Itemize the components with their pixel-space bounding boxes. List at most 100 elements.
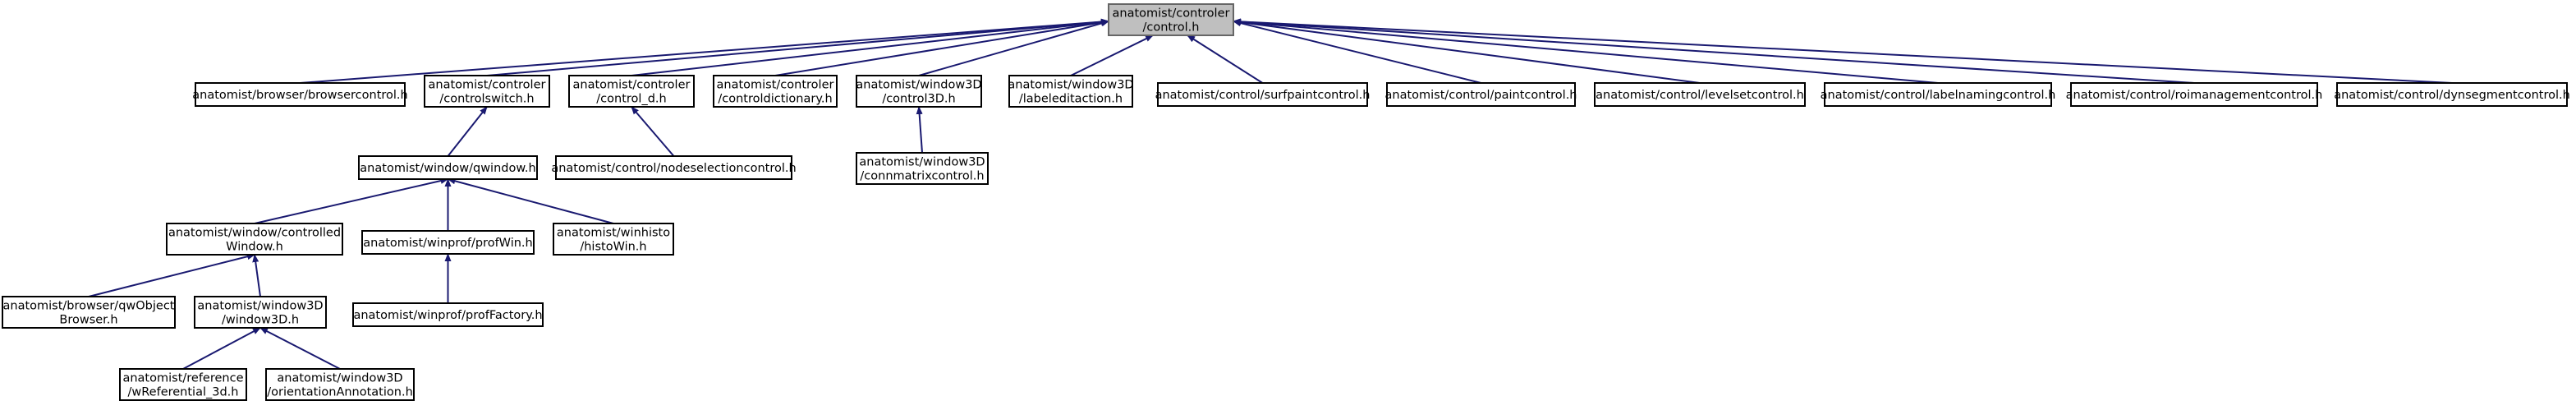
dependency-arrow xyxy=(918,20,1109,76)
node-roimanagementcontrol[interactable]: anatomist/control/roimanagementcontrol.h xyxy=(2066,82,2323,107)
node-label-line: /histoWin.h xyxy=(580,241,646,254)
node-browsercontrol[interactable]: anatomist/browser/browsercontrol.h xyxy=(192,82,408,107)
node-label-line: /labeleditaction.h xyxy=(1019,93,1123,106)
dependency-arrow xyxy=(259,327,341,370)
node-controlswitch[interactable]: anatomist/controler/controlswitch.h xyxy=(424,75,550,108)
node-label-line: anatomist/controler xyxy=(429,79,546,92)
node-box xyxy=(352,302,544,327)
edge-controlswitch-to-control xyxy=(486,18,1109,76)
node-label-line: anatomist/control/labelnamingcontrol.h xyxy=(1821,89,2056,102)
node-label-line: Browser.h xyxy=(59,314,117,327)
node-label-line: /connmatrixcontrol.h xyxy=(860,170,984,183)
dependency-arrow xyxy=(1233,18,2453,84)
dependency-arrow xyxy=(631,106,675,157)
edge-qwindow-to-controlswitch xyxy=(447,106,488,157)
node-label-line: Window.h xyxy=(226,241,283,254)
node-orientationannotation[interactable]: anatomist/window3D/orientationAnnotation… xyxy=(265,368,415,401)
dependency-arrow xyxy=(88,253,255,297)
node-label-line: anatomist/window/controlled xyxy=(168,227,341,240)
dependency-arrow xyxy=(300,18,1109,84)
node-box xyxy=(1008,75,1133,108)
edge-histowin-to-qwindow xyxy=(447,177,614,224)
dependency-arrow xyxy=(1233,20,1481,84)
edge-surfpaintcontrol-to-control xyxy=(1187,35,1264,84)
dependency-arrow xyxy=(254,177,449,224)
node-label-line: /controldictionary.h xyxy=(718,93,832,106)
node-box xyxy=(568,75,695,108)
node-box xyxy=(2,296,176,329)
node-surfpaintcontrol[interactable]: anatomist/control/surfpaintcontrol.h xyxy=(1155,82,1371,107)
node-label-line: /control_d.h xyxy=(596,93,666,106)
node-profwin[interactable]: anatomist/winprof/profWin.h xyxy=(361,230,535,255)
edge-nodeselectioncontrol-to-control_d xyxy=(631,106,675,157)
node-box xyxy=(2070,82,2318,107)
node-label-line: anatomist/window3D xyxy=(1008,79,1133,92)
node-label-line: /controlswitch.h xyxy=(439,93,534,106)
node-control_d[interactable]: anatomist/controler/control_d.h xyxy=(568,75,695,108)
node-label-line: anatomist/control/roimanagementcontrol.h xyxy=(2066,89,2323,102)
dependency-arrow xyxy=(447,106,488,157)
edge-controlledwindow-to-qwindow xyxy=(254,177,449,224)
node-box xyxy=(1386,82,1576,107)
node-controldictionary[interactable]: anatomist/controler/controldictionary.h xyxy=(713,75,838,108)
node-label-line: anatomist/browser/browsercontrol.h xyxy=(192,89,407,102)
node-box xyxy=(1108,3,1234,36)
node-box xyxy=(424,75,550,108)
graph-nodes: anatomist/controler/control.h anatomist/b… xyxy=(2,3,2570,401)
node-label-line: /wReferential_3d.h xyxy=(128,386,239,399)
dependency-arrow xyxy=(1233,18,1939,84)
edge-connmatrixcontrol-to-control3d xyxy=(916,106,923,154)
edge-qwobjectbrowser-to-controlledwindow xyxy=(88,253,255,297)
dependency-arrow xyxy=(1187,35,1264,84)
dependency-arrow xyxy=(447,177,614,224)
node-label-line: /window3D.h xyxy=(222,314,299,327)
node-box xyxy=(713,75,838,108)
edge-labeleditaction-to-control xyxy=(1070,35,1154,76)
node-label-line: /control.h xyxy=(1143,21,1200,35)
node-qwindow[interactable]: anatomist/window/qwindow.h xyxy=(358,155,538,180)
edge-orientationannotation-to-window3d xyxy=(259,327,341,370)
dependency-arrow xyxy=(486,18,1109,76)
node-labelnamingcontrol[interactable]: anatomist/control/labelnamingcontrol.h xyxy=(1821,82,2056,107)
edge-window3d-to-controlledwindow xyxy=(252,254,261,297)
edge-control3d-to-control xyxy=(918,20,1109,76)
node-control[interactable]: anatomist/controler/control.h xyxy=(1108,3,1234,36)
node-box xyxy=(195,82,406,107)
node-control3d[interactable]: anatomist/window3D/control3D.h xyxy=(856,75,982,108)
node-proffactory[interactable]: anatomist/winprof/profFactory.h xyxy=(352,302,544,327)
node-box xyxy=(2336,82,2568,107)
node-label-line: anatomist/controler xyxy=(573,79,691,92)
node-levelsetcontrol[interactable]: anatomist/control/levelsetcontrol.h xyxy=(1594,82,1806,107)
edge-dynsegmentcontrol-to-control xyxy=(1233,18,2453,84)
node-label-line: /orientationAnnotation.h xyxy=(267,386,413,399)
dependency-arrow xyxy=(631,18,1109,76)
dependency-arrow xyxy=(252,254,261,297)
dependency-arrow xyxy=(916,106,923,154)
node-box xyxy=(1157,82,1368,107)
edge-browsercontrol-to-control xyxy=(300,18,1109,84)
edge-paintcontrol-to-control xyxy=(1233,20,1481,84)
node-histowin[interactable]: anatomist/winhisto/histoWin.h xyxy=(553,223,674,256)
node-label-line: anatomist/control/dynsegmentcontrol.h xyxy=(2334,89,2570,102)
node-labeleditaction[interactable]: anatomist/window3D/labeleditaction.h xyxy=(1008,75,1134,108)
edge-controldictionary-to-control xyxy=(774,19,1109,76)
node-paintcontrol[interactable]: anatomist/control/paintcontrol.h xyxy=(1385,82,1577,107)
node-box xyxy=(119,368,247,401)
node-nodeselectioncontrol[interactable]: anatomist/control/nodeselectioncontrol.h xyxy=(551,155,797,180)
node-box xyxy=(555,155,792,180)
node-wreferential3d[interactable]: anatomist/reference/wReferential_3d.h xyxy=(119,368,247,401)
node-dynsegmentcontrol[interactable]: anatomist/control/dynsegmentcontrol.h xyxy=(2334,82,2570,107)
node-label-line: anatomist/window3D xyxy=(859,156,985,169)
edge-roimanagementcontrol-to-control xyxy=(1233,18,2195,84)
edge-control_d-to-control xyxy=(631,18,1109,76)
graph-edges xyxy=(88,18,2453,370)
node-connmatrixcontrol[interactable]: anatomist/window3D/connmatrixcontrol.h xyxy=(856,152,989,185)
node-box xyxy=(265,368,415,401)
node-window3d[interactable]: anatomist/window3D/window3D.h xyxy=(194,296,327,329)
node-label-line: anatomist/window/qwindow.h xyxy=(360,162,535,175)
node-label-line: /control3D.h xyxy=(882,93,955,106)
node-label-line: anatomist/controler xyxy=(717,79,834,92)
node-label-line: anatomist/winprof/profFactory.h xyxy=(353,309,542,322)
